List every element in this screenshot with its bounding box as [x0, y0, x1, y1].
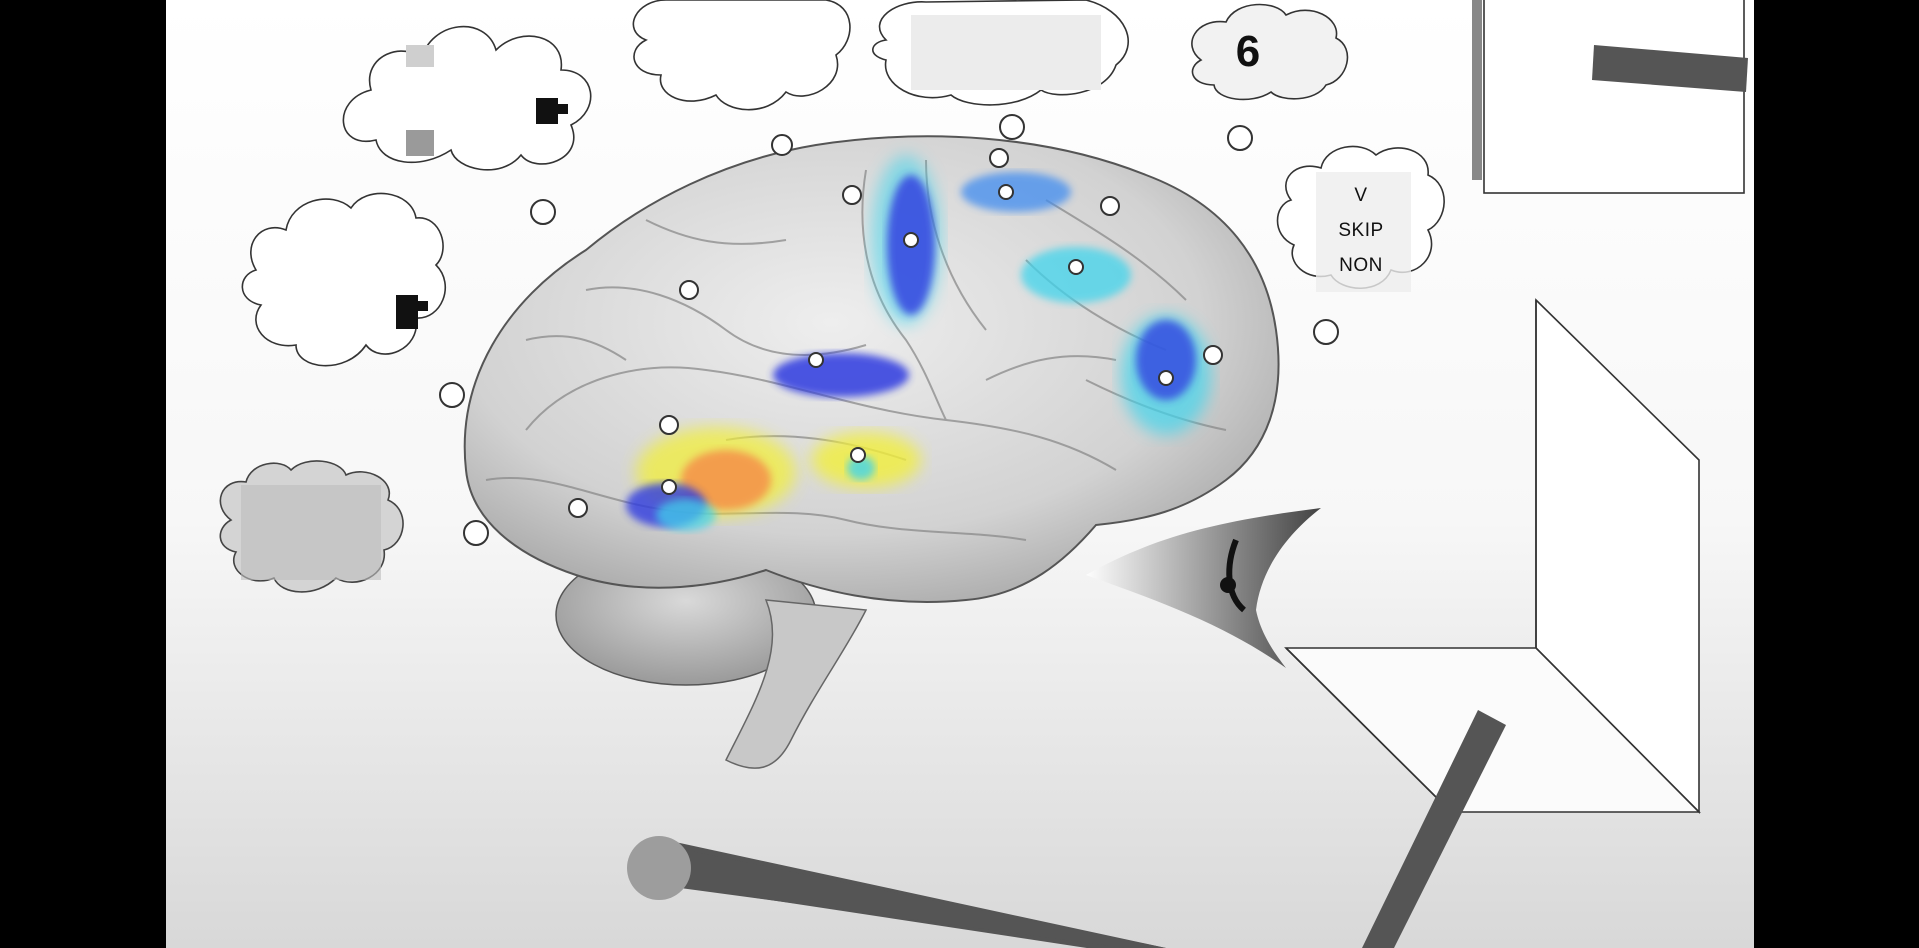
option-v: V: [1354, 185, 1368, 206]
eye-icon: [1086, 508, 1321, 668]
letterbox-left: [0, 0, 166, 948]
thought-cloud-top-right: [872, 0, 1129, 106]
top-right-panel: [1472, 0, 1748, 194]
video-frame: 6 V SKIP NON: [166, 0, 1754, 948]
rod-bottom: [658, 845, 1166, 948]
thought-cloud-text-lower: [219, 460, 404, 593]
pixel-glyph-icon: [396, 295, 428, 329]
brainstem: [724, 599, 868, 769]
thought-bubbles: [439, 114, 1339, 546]
activation-blue-parietal: [961, 172, 1071, 212]
thought-cloud-count: [1191, 3, 1349, 101]
activation-map: [626, 155, 1211, 531]
electrode-dots: [568, 134, 1223, 518]
illustration: [219, 0, 1748, 948]
letterbox-right: [1754, 0, 1919, 948]
activation-blue-prefrontal: [1136, 320, 1196, 400]
rods: [627, 710, 1506, 948]
option-skip: SKIP: [1338, 220, 1384, 241]
thought-cloud-top-center: [632, 0, 851, 111]
option-non: NON: [1339, 255, 1383, 276]
count-display: 6: [1235, 27, 1261, 76]
activation-orange-temporal: [681, 450, 771, 510]
pixel-glyph-icon: [536, 98, 568, 124]
rod-joint: [627, 836, 691, 900]
options-list: V SKIP NON: [1306, 178, 1416, 283]
thought-cloud-top-left: [342, 25, 592, 171]
brain-illustration: [463, 134, 1280, 769]
rod-diagonal: [1362, 710, 1506, 948]
activation-blue-central: [773, 353, 909, 397]
thought-cloud-options: [1276, 145, 1445, 292]
thought-cloud-left: [241, 192, 447, 367]
rod-top: [1592, 45, 1748, 92]
